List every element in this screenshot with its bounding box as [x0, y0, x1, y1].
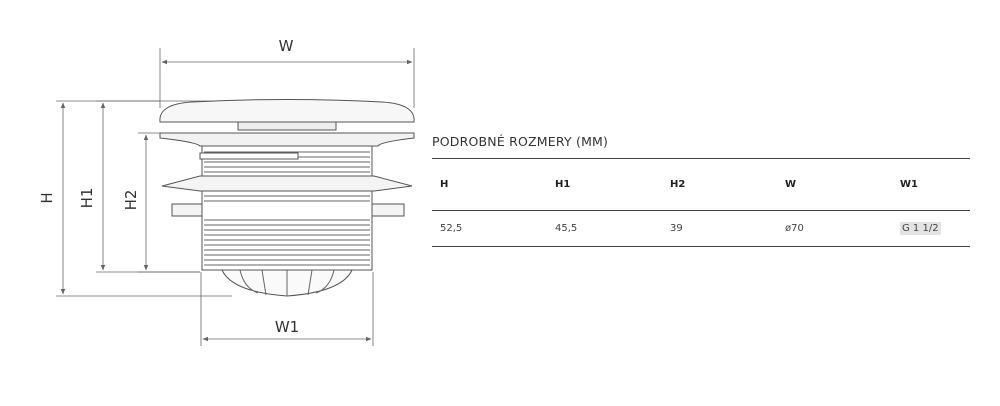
header-h: H	[440, 179, 449, 190]
value-w1: G 1 1/2	[900, 222, 941, 235]
spec-table: H H1 H2 W W1 52,5 45,5 39 ø70 G 1 1/2	[432, 158, 970, 247]
table-row: 52,5 45,5 39 ø70 G 1 1/2	[432, 211, 970, 247]
dimension-w1	[200, 272, 374, 346]
value-h: 52,5	[440, 223, 463, 234]
dimension-label-h1: H1	[78, 188, 96, 209]
value-h1: 45,5	[555, 223, 578, 234]
plug-stem	[237, 121, 337, 131]
waste-plug-drawing	[159, 99, 415, 297]
value-w1-cell: G 1 1/2	[892, 211, 970, 247]
table-header-row: H H1 H2 W W1	[432, 158, 970, 211]
header-h1: H1	[555, 179, 571, 190]
header-w: W	[785, 179, 797, 190]
dimension-label-w1: W1	[275, 318, 299, 336]
spec-title: PODROBNÉ ROZMERY (MM)	[432, 134, 609, 149]
plug-cap	[159, 99, 415, 123]
dimension-label-h2: H2	[122, 190, 140, 211]
dimension-w	[159, 48, 415, 108]
header-w1: W1	[900, 179, 918, 190]
dimension-h2	[138, 132, 200, 273]
value-h2: 39	[670, 223, 683, 234]
lock-lever	[199, 152, 299, 160]
spec-section: PODROBNÉ ROZMERY (MM) H H1 H2 W W1 52,5 …	[432, 132, 970, 247]
header-h2: H2	[670, 179, 686, 190]
dimension-label-h: H	[38, 192, 56, 203]
dimension-label-w: W	[279, 37, 294, 55]
plug-washer	[161, 175, 413, 192]
value-w: ø70	[785, 223, 804, 234]
technical-drawing: W H H1 H2 W1	[38, 37, 415, 346]
plug-flange	[159, 132, 415, 147]
